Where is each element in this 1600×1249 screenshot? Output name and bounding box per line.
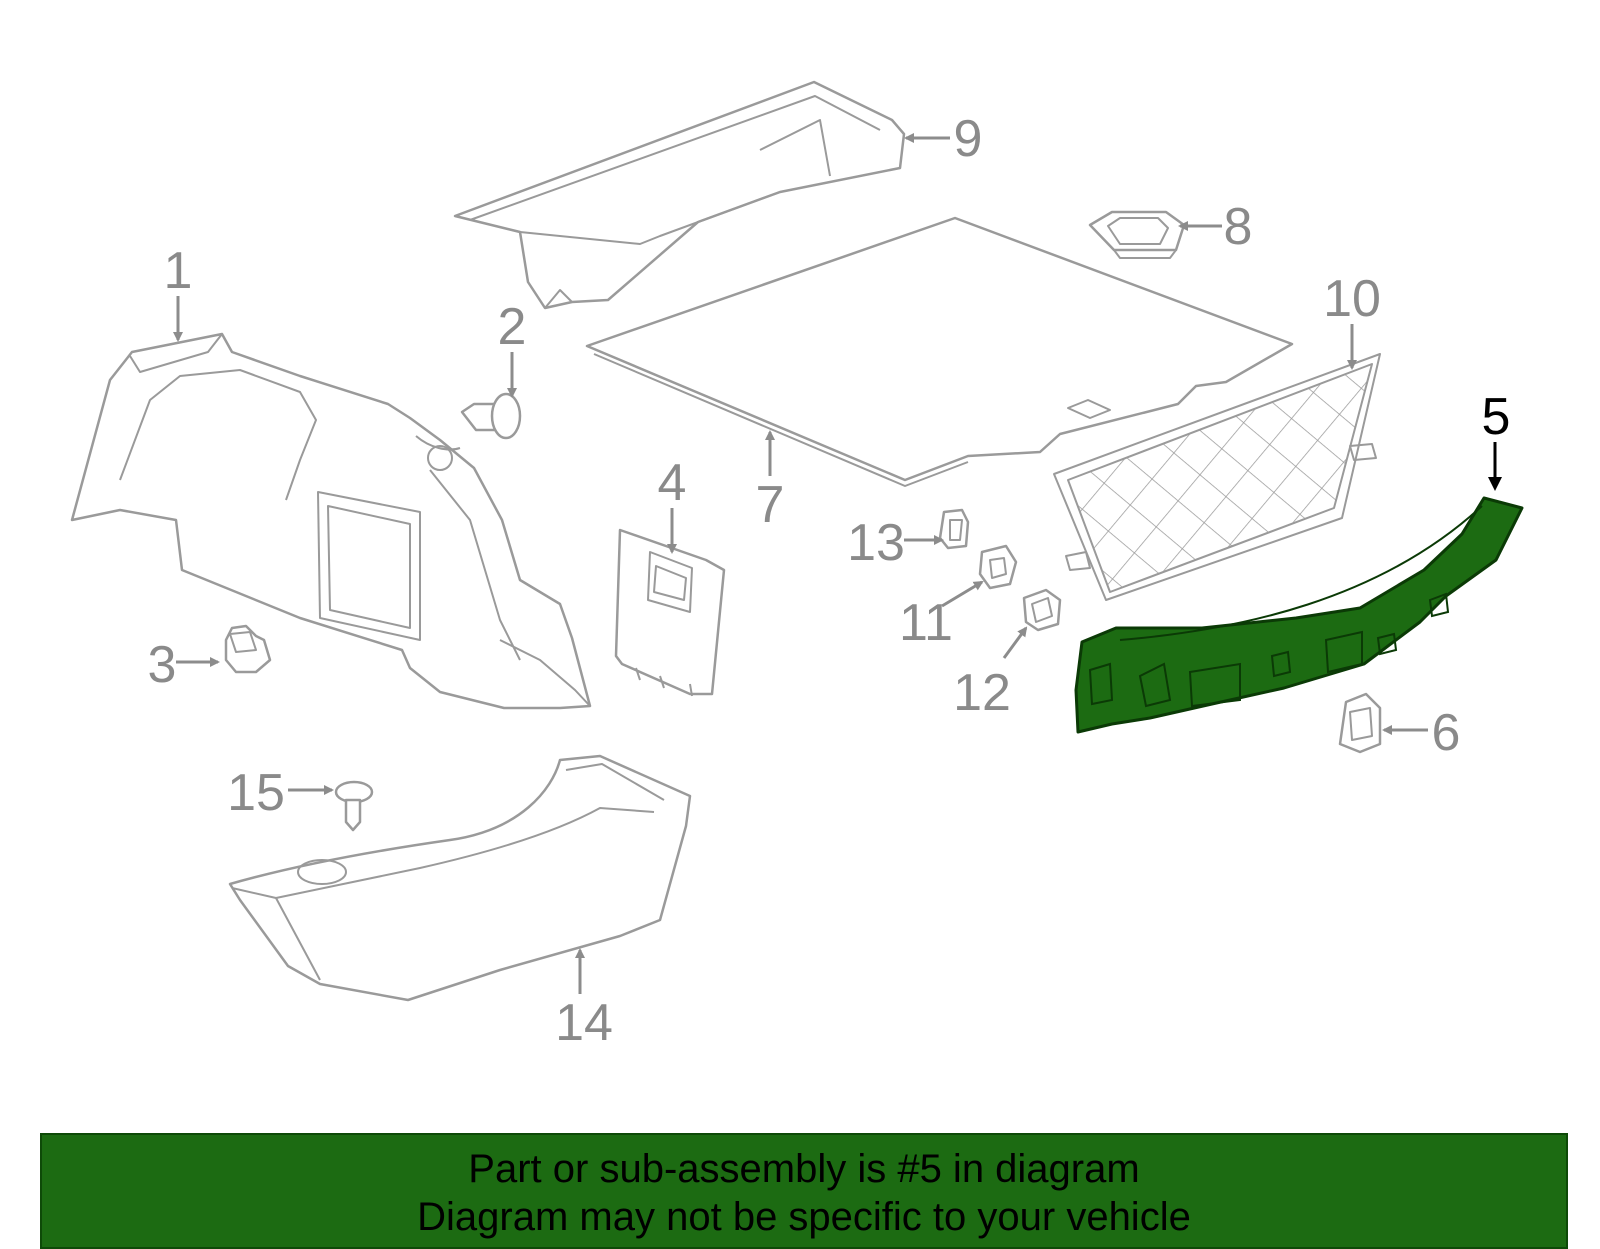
callout-11: 11 [899,594,953,652]
part-5-rear-sill-plate [1074,496,1524,734]
callout-2: 2 [498,298,527,356]
part-1-quarter-trim [70,332,592,710]
part-2-push-pin [460,392,522,440]
part-12-clip [1022,588,1062,632]
callout-8: 8 [1224,198,1253,256]
part-15-push-pin [334,780,374,832]
part-3-retainer [224,624,272,674]
part-11-clip [978,544,1018,590]
part-10-cargo-net [1053,353,1381,601]
callout-9: 9 [954,110,983,168]
part-13-clip [938,508,970,550]
leader-12 [1002,626,1028,659]
callout-13: 13 [847,514,905,572]
callout-1: 1 [164,242,193,300]
part-9-rear-shelf-trim [453,80,906,310]
banner-line-disclaimer: Diagram may not be specific to your vehi… [417,1195,1191,1239]
part-7-floor-panel [585,216,1294,487]
banner-line-part: Part or sub-assembly is #5 in diagram [468,1147,1140,1191]
callout-4: 4 [658,454,687,512]
leader-11 [941,580,984,608]
callout-3: 3 [148,636,177,694]
part-4-access-cover [614,528,726,697]
callout-10: 10 [1323,270,1381,328]
part-14-storage-bin [228,754,692,1002]
part-8-vent [1088,210,1186,259]
callout-14: 14 [555,994,613,1052]
callout-labels: 1 2 3 4 5 6 7 8 9 10 11 12 13 14 15 [148,110,1511,1052]
callout-6: 6 [1432,704,1461,762]
callout-5: 5 [1482,388,1511,446]
callout-12: 12 [953,664,1011,722]
callout-15: 15 [227,764,285,822]
callout-leaders [173,133,1502,994]
callout-7: 7 [756,476,785,534]
part-6-clip [1338,692,1382,754]
info-banner: Part or sub-assembly is #5 in diagram Di… [40,1133,1568,1249]
